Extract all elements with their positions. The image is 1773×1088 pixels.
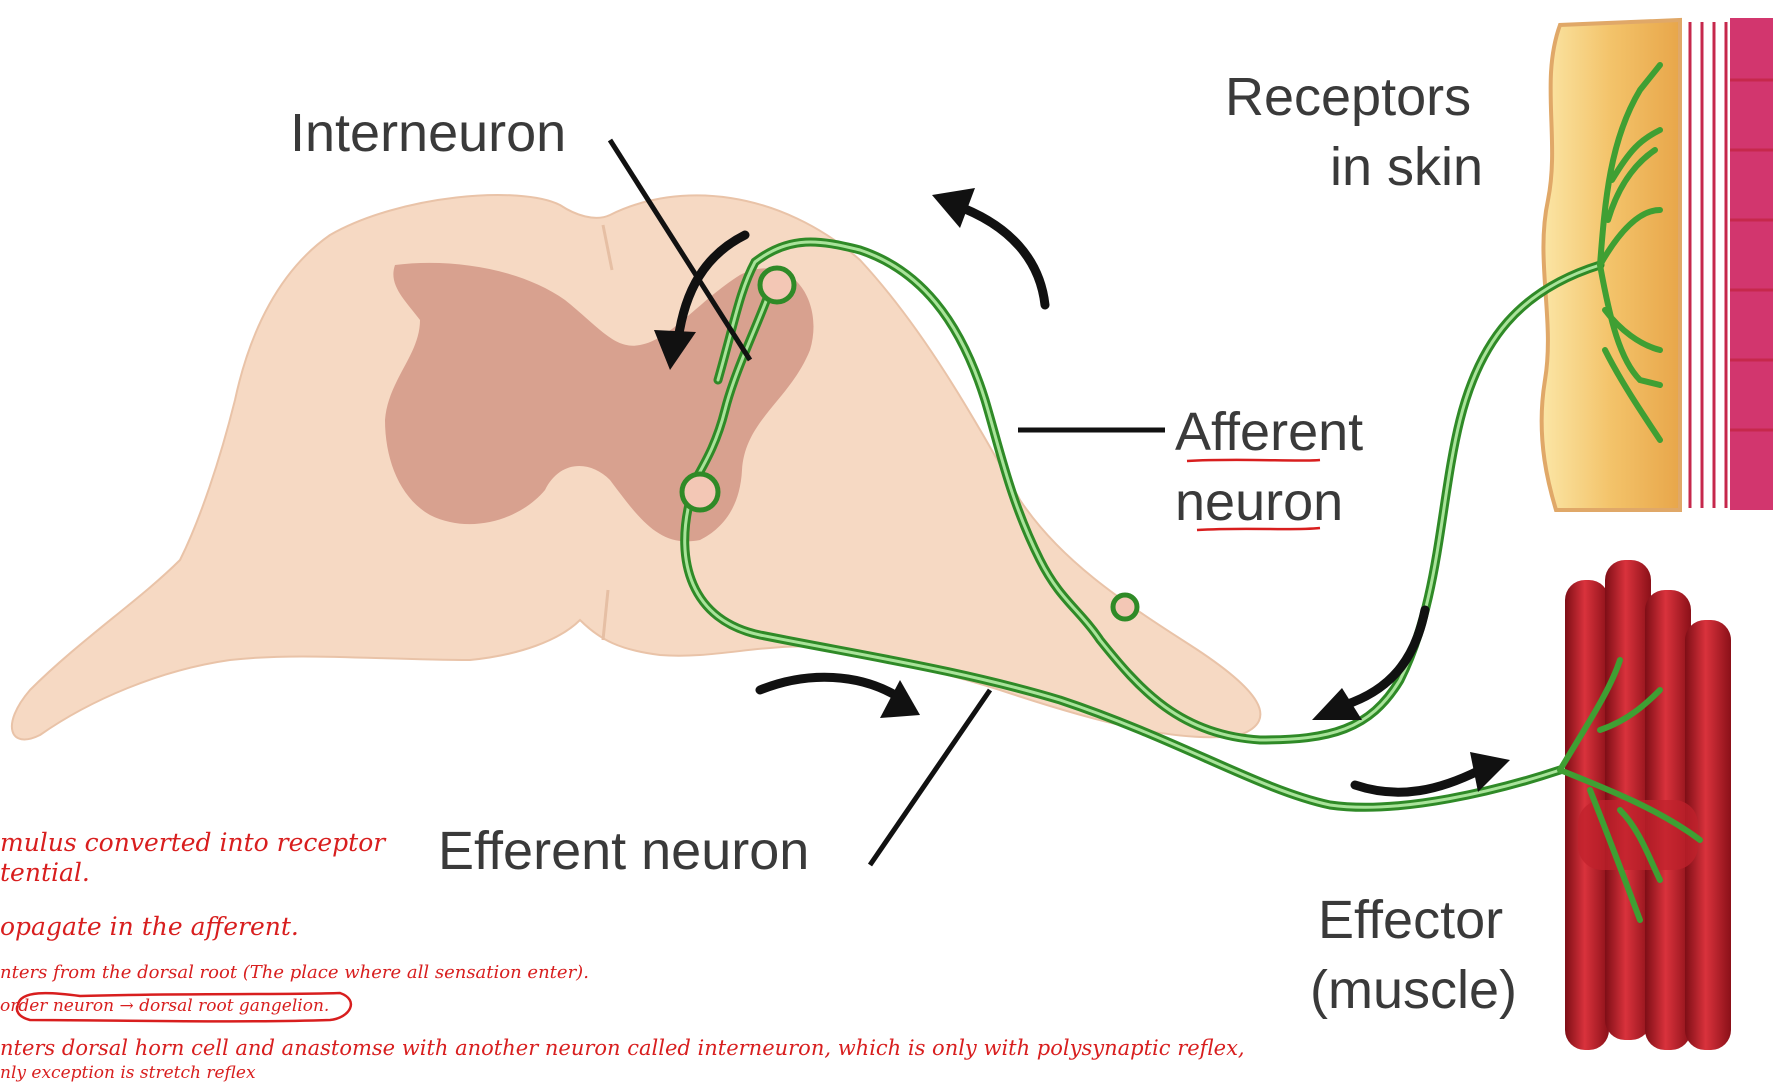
skin-dermis	[1730, 18, 1773, 510]
efferent-label: Efferent neuron	[438, 818, 809, 886]
interneuron-label: Interneuron	[290, 100, 566, 168]
annotation-line-4: nters from the dorsal root (The place wh…	[0, 962, 589, 983]
dorsal-root-ganglion	[1113, 595, 1137, 619]
annotation-line-6: nters dorsal horn cell and anastomse wit…	[0, 1036, 1245, 1060]
annotation-line-7: nly exception is stretch reflex	[0, 1063, 256, 1083]
annotation-line-1: mulus converted into receptor	[0, 828, 385, 857]
receptors-label-line2: in skin	[1330, 134, 1483, 202]
synapse-lower	[682, 474, 718, 510]
effector-label-line2: (muscle)	[1310, 957, 1517, 1025]
annotation-line-3: opagate in the afferent.	[0, 912, 299, 941]
synapse-upper	[760, 268, 794, 302]
annotation-line-2: tential.	[0, 858, 90, 887]
afferent-label-line2: neuron	[1175, 469, 1343, 537]
arrow-efferent-out	[760, 677, 895, 695]
arrow-into-cord	[955, 205, 1045, 305]
arrow-to-effector	[1355, 770, 1480, 792]
annotation-line-5: order neuron → dorsal root gangelion.	[0, 996, 329, 1016]
afferent-label-line1: Afferent	[1175, 399, 1363, 467]
receptors-label-line1: Receptors	[1225, 64, 1471, 132]
effector-label-line1: Effector	[1318, 887, 1503, 955]
